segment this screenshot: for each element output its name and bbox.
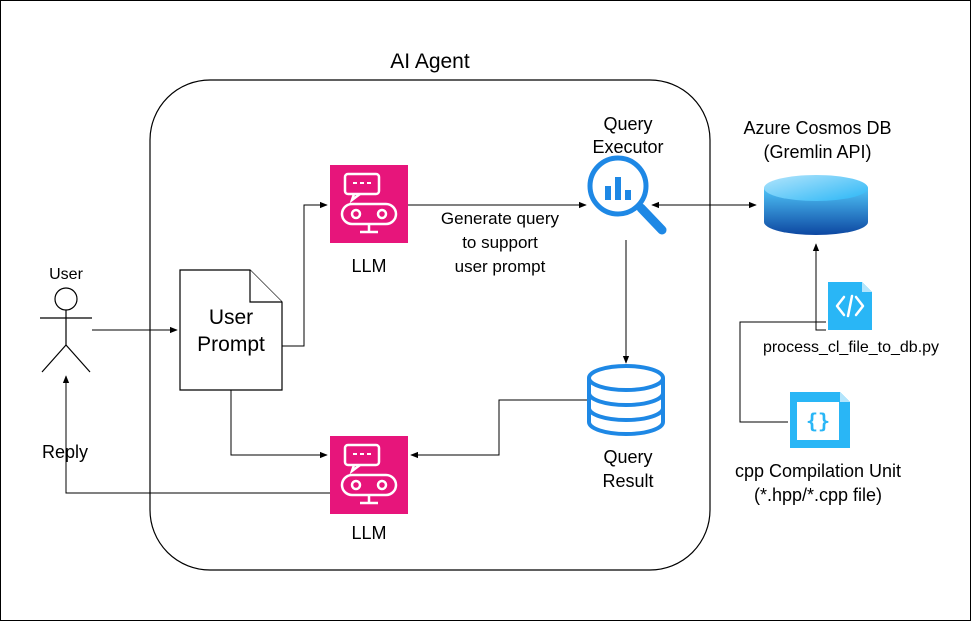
braces-file-icon: {} (790, 392, 850, 448)
ai-agent-container (149, 79, 711, 571)
reply-label: Reply (41, 442, 89, 462)
generate-query-line1: Generate query (440, 209, 560, 228)
document-fold (249, 270, 282, 303)
query-result-label-line1: Query (603, 447, 653, 467)
cosmos-db-label-line2: (Gremlin API) (763, 142, 872, 162)
prompt-to-llm-bottom-arrow (230, 390, 328, 459)
llm-top-label: LLM (351, 256, 387, 276)
cosmos-db-icon (764, 175, 868, 235)
query-executor-icon (587, 155, 667, 235)
llm-bottom-to-user-arrow (62, 375, 330, 494)
user-prompt-label-line1: User (208, 306, 254, 329)
query-result-icon (587, 364, 665, 436)
cpp-to-script-arrow (739, 321, 826, 423)
cpp-label-line1: cpp Compilation Unit (734, 461, 902, 481)
query-executor-label-line2: Executor (592, 137, 664, 157)
generate-query-line2: to support (462, 233, 538, 252)
query-executor-label-line1: Query (603, 114, 653, 134)
llm-bottom-label: LLM (351, 523, 387, 543)
prompt-to-llm-top-arrow (282, 201, 328, 347)
script-label: process_cl_file_to_db.py (762, 339, 940, 356)
user-actor-icon (40, 287, 92, 373)
script-to-db-arrow (812, 243, 826, 331)
cpp-label-line2: (*.hpp/*.cpp file) (753, 485, 883, 505)
user-label: User (49, 266, 83, 283)
result-to-llm-bottom-arrow (410, 399, 587, 459)
code-file-icon (828, 282, 872, 330)
connectors (62, 201, 826, 494)
svg-text:{}: {} (806, 409, 830, 433)
ai-agent-title: AI Agent (390, 50, 470, 73)
user-prompt-label-line2: Prompt (197, 333, 265, 356)
llm-top-icon (330, 165, 408, 243)
generate-query-line3: user prompt (454, 257, 546, 276)
llm-bottom-icon (330, 436, 408, 514)
cosmos-db-label-line1: Azure Cosmos DB (743, 118, 892, 138)
query-result-label-line2: Result (602, 471, 654, 491)
